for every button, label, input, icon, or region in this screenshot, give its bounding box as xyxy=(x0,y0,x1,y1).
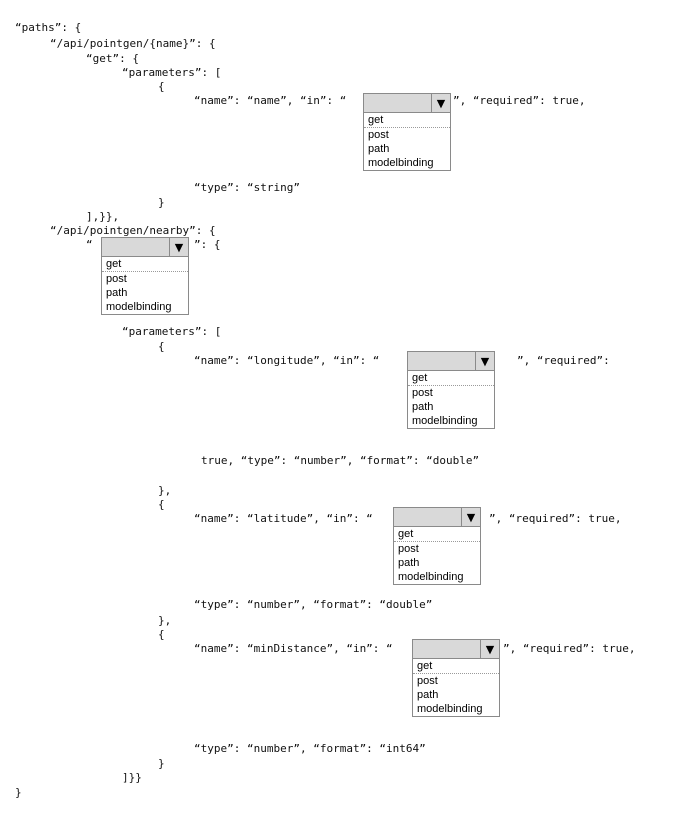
in-dropdown-name[interactable]: ▼ get post path modelbinding xyxy=(363,93,451,171)
code-line-close-block: ],}}, xyxy=(86,210,120,223)
dropdown-selected-field[interactable] xyxy=(413,640,480,658)
code-line-path-name: “/api/pointgen/{name}”: { xyxy=(50,37,216,50)
in-dropdown-latitude[interactable]: ▼ get post path modelbinding xyxy=(393,507,481,585)
code-line-open-brace: { xyxy=(158,628,165,641)
dropdown-selected-field[interactable] xyxy=(364,94,431,112)
code-line-method-tail: ”: { xyxy=(194,238,221,251)
dropdown-option-path[interactable]: path xyxy=(417,689,439,701)
code-line-name-param-tail: ”, “required”: true, xyxy=(453,94,586,107)
dropdown-option-post[interactable]: post xyxy=(412,387,433,399)
dropdown-option-path[interactable]: path xyxy=(412,401,434,413)
dropdown-option-modelbinding[interactable]: modelbinding xyxy=(106,301,172,313)
chevron-down-icon[interactable]: ▼ xyxy=(169,238,188,256)
dropdown-option-post[interactable]: post xyxy=(368,129,389,141)
dropdown-option-post[interactable]: post xyxy=(106,273,127,285)
chevron-down-icon[interactable]: ▼ xyxy=(461,508,480,526)
code-line-close-brace: } xyxy=(158,196,165,209)
dropdown-header[interactable]: ▼ xyxy=(413,640,499,659)
dropdown-option-get[interactable]: get xyxy=(394,527,480,542)
code-line-mindistance-type: “type”: “number”, “format”: “int64” xyxy=(194,742,426,755)
code-line-open-brace: { xyxy=(158,340,165,353)
code-line-latitude-tail: ”, “required”: true, xyxy=(489,512,622,525)
dropdown-option-modelbinding[interactable]: modelbinding xyxy=(412,415,478,427)
chevron-down-icon[interactable]: ▼ xyxy=(480,640,499,658)
code-line-paths: “paths”: { xyxy=(15,21,82,34)
chevron-down-icon[interactable]: ▼ xyxy=(431,94,450,112)
in-dropdown-longitude[interactable]: ▼ get post path modelbinding xyxy=(407,351,495,429)
dropdown-option-modelbinding[interactable]: modelbinding xyxy=(417,703,483,715)
dropdown-option-get[interactable]: get xyxy=(413,659,499,674)
in-dropdown-mindistance[interactable]: ▼ get post path modelbinding xyxy=(412,639,500,717)
dropdown-option-modelbinding[interactable]: modelbinding xyxy=(368,157,434,169)
code-line-latitude-type: “type”: “number”, “format”: “double” xyxy=(194,598,433,611)
code-line-mindistance-param: “name”: “minDistance”, “in”: “ xyxy=(194,642,393,655)
code-line-open-brace: { xyxy=(158,80,165,93)
code-line-type-string: “type”: “string” xyxy=(194,181,300,194)
dropdown-header[interactable]: ▼ xyxy=(408,352,494,371)
dropdown-option-path[interactable]: path xyxy=(106,287,128,299)
code-line-mindistance-tail: ”, “required”: true, xyxy=(503,642,636,655)
code-line-method-open: “ xyxy=(86,238,93,251)
dropdown-header[interactable]: ▼ xyxy=(394,508,480,527)
code-line-parameters: “parameters”: [ xyxy=(122,325,222,338)
code-line-close-brace: } xyxy=(158,757,165,770)
code-line-get: “get”: { xyxy=(86,52,139,65)
dropdown-selected-field[interactable] xyxy=(408,352,475,370)
code-line-longitude-tail: ”, “required”: xyxy=(517,354,610,367)
code-line-open-brace: { xyxy=(158,498,165,511)
dropdown-option-get[interactable]: get xyxy=(408,371,494,386)
code-line-parameters: “parameters”: [ xyxy=(122,66,222,79)
code-line-close-brace-comma: }, xyxy=(158,484,172,497)
dropdown-option-path[interactable]: path xyxy=(398,557,420,569)
dropdown-option-get[interactable]: get xyxy=(364,113,450,128)
dropdown-option-modelbinding[interactable]: modelbinding xyxy=(398,571,464,583)
dropdown-option-get[interactable]: get xyxy=(102,257,188,272)
code-line-longitude-type: true, “type”: “number”, “format”: “doubl… xyxy=(201,454,480,467)
code-line-close-brace-comma: }, xyxy=(158,614,172,627)
code-line-final-brace: } xyxy=(15,786,22,799)
chevron-down-icon[interactable]: ▼ xyxy=(475,352,494,370)
code-line-name-param: “name”: “name”, “in”: “ xyxy=(194,94,347,107)
dropdown-header[interactable]: ▼ xyxy=(364,94,450,113)
dropdown-option-post[interactable]: post xyxy=(398,543,419,555)
dropdown-option-post[interactable]: post xyxy=(417,675,438,687)
code-line-latitude-param: “name”: “latitude”, “in”: “ xyxy=(194,512,373,525)
code-line-path-nearby: “/api/pointgen/nearby”: { xyxy=(50,224,216,237)
dropdown-option-path[interactable]: path xyxy=(368,143,390,155)
dropdown-selected-field[interactable] xyxy=(102,238,169,256)
code-line-close-block: ]}} xyxy=(122,771,142,784)
method-dropdown-nearby[interactable]: ▼ get post path modelbinding xyxy=(101,237,189,315)
code-line-longitude-param: “name”: “longitude”, “in”: “ xyxy=(194,354,380,367)
dropdown-selected-field[interactable] xyxy=(394,508,461,526)
dropdown-header[interactable]: ▼ xyxy=(102,238,188,257)
